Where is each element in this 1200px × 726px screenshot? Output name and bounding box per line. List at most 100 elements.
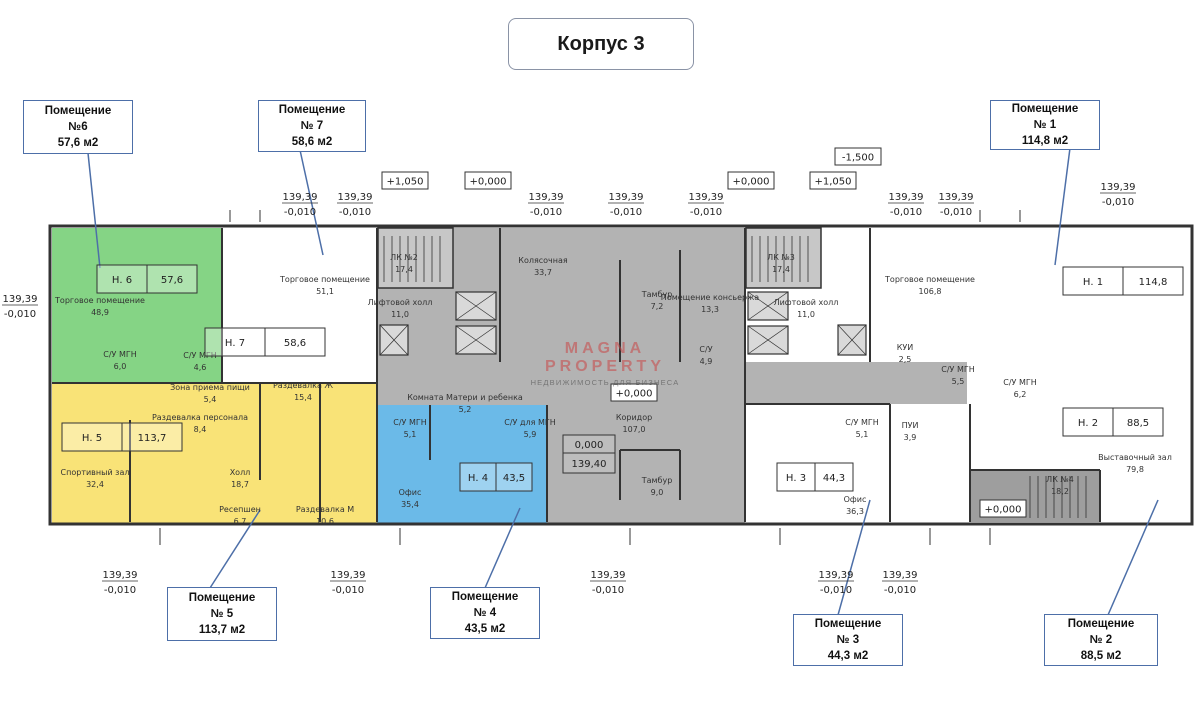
- room-name: Коридор: [616, 413, 652, 422]
- elevation-top: 139,39: [609, 192, 644, 203]
- callout-unit-4: Помещение № 4 43,5 м2: [430, 587, 540, 639]
- room-label: Холл 18,7: [230, 468, 251, 489]
- room-name: Зона приема пищи: [170, 383, 250, 392]
- elevation-top: 139,39: [103, 570, 138, 581]
- elevator-cross-marks: [379, 291, 867, 356]
- elevation-tag: 139,39-0,010: [882, 570, 918, 596]
- elevation-bottom: -0,010: [339, 207, 371, 218]
- room-name: Раздевалка Ж: [273, 381, 333, 390]
- room-area: 17,4: [772, 265, 790, 274]
- room-name: Холл: [230, 468, 251, 477]
- room-area: 4,6: [194, 363, 207, 372]
- room-area: 4,9: [700, 357, 713, 366]
- stair-core-right: [745, 227, 822, 289]
- callout-unit-5: Помещение № 5 113,7 м2: [167, 587, 277, 641]
- room-name: ЛК №4: [1046, 475, 1074, 484]
- elevation-bottom: -0,010: [530, 207, 562, 218]
- elevation-top: 139,39: [3, 294, 38, 305]
- elevation-bottom: -0,010: [332, 585, 364, 596]
- unit-box-area: 44,3: [823, 473, 845, 484]
- callout-area: 58,6 м2: [291, 136, 333, 148]
- room-area: 18,2: [1051, 487, 1069, 496]
- room-name: С/У МГН: [1003, 378, 1037, 387]
- zero-mark-top: 0,000: [575, 440, 604, 451]
- room-name: С/У МГН: [393, 418, 427, 427]
- unit-box-code: Н. 7: [225, 338, 245, 349]
- room-area: 11,0: [391, 310, 409, 319]
- level-mark: +0,000: [727, 171, 775, 190]
- callout-unit-3: Помещение № 3 44,3 м2: [793, 614, 903, 666]
- elevation-bottom: -0,010: [1102, 197, 1134, 208]
- callout-number: №6: [68, 121, 88, 133]
- callout-label: Помещение: [278, 104, 346, 116]
- unit-box-area: 58,6: [284, 338, 306, 349]
- elevation-top: 139,39: [819, 570, 854, 581]
- room-name: КУИ: [897, 343, 914, 352]
- room-label: С/У МГН 4,6: [183, 351, 217, 372]
- outer-wall: [48, 224, 1194, 526]
- room-name: С/У МГН: [183, 351, 217, 360]
- room-area: 5,2: [459, 405, 472, 414]
- unit-box-code: Н. 2: [1078, 418, 1098, 429]
- room-name: Торговое помещение: [54, 296, 145, 305]
- callout-label: Помещение: [814, 618, 882, 630]
- room-label: Раздевалка Ж15,4: [273, 381, 333, 402]
- room-name: Колясочная: [518, 256, 568, 265]
- room-name: Комната Матери и ребенка: [407, 393, 523, 402]
- callout-number: № 7: [300, 120, 324, 132]
- room-name: Раздевалка персонала: [152, 413, 248, 422]
- elevation-tag: 139,39-0,010: [330, 570, 366, 596]
- elevation-top: 139,39: [939, 192, 974, 203]
- callout-number: № 1: [1033, 119, 1057, 131]
- level-mark: +0,000: [610, 383, 658, 402]
- level-mark: +0,000: [464, 171, 512, 190]
- room-label: ЛК №2 17,4: [390, 253, 418, 274]
- room-name: ЛК №2: [390, 253, 418, 262]
- watermark: MAGNA PROPERTY НЕДВИЖИМОСТЬ ДЛЯ БИЗНЕСА: [510, 340, 700, 387]
- level-value: +0,000: [984, 505, 1021, 516]
- room-area: 3,9: [904, 433, 917, 442]
- room-area: 5,1: [404, 430, 417, 439]
- room-name: С/У для МГН: [504, 418, 556, 427]
- room-name: Тамбур: [641, 476, 673, 485]
- elevation-tag: 139,39-0,010: [337, 192, 373, 218]
- callout-label: Помещение: [451, 591, 519, 603]
- room-area: 5,5: [952, 377, 965, 386]
- elevation-top: 139,39: [689, 192, 724, 203]
- elevation-markers: 139,39-0,010139,39-0,010139,39-0,010139,…: [2, 182, 1136, 596]
- room-name: Офис: [844, 495, 867, 504]
- callout-number: № 2: [1089, 634, 1113, 646]
- room-name: Лифтовой холл: [774, 298, 839, 307]
- room-name: Выставочный зал: [1098, 453, 1172, 462]
- elevation-tag: 139,39-0,010: [528, 192, 564, 218]
- elevation-top: 139,39: [883, 570, 918, 581]
- unit-box-code: Н. 6: [112, 275, 132, 286]
- room-area: 36,3: [846, 507, 864, 516]
- level-value: +1,050: [386, 177, 423, 188]
- room-area: 18,7: [231, 480, 249, 489]
- elevation-bottom: -0,010: [104, 585, 136, 596]
- callout-area: 44,3 м2: [827, 650, 869, 662]
- elevation-bottom: -0,010: [690, 207, 722, 218]
- callout-label: Помещение: [188, 592, 256, 604]
- level-mark: +1,050: [809, 171, 857, 190]
- interior-walls: [52, 228, 1101, 522]
- elevation-tag: 139,39-0,010: [608, 192, 644, 218]
- room-area: 17,4: [395, 265, 413, 274]
- room-name: С/У МГН: [103, 350, 137, 359]
